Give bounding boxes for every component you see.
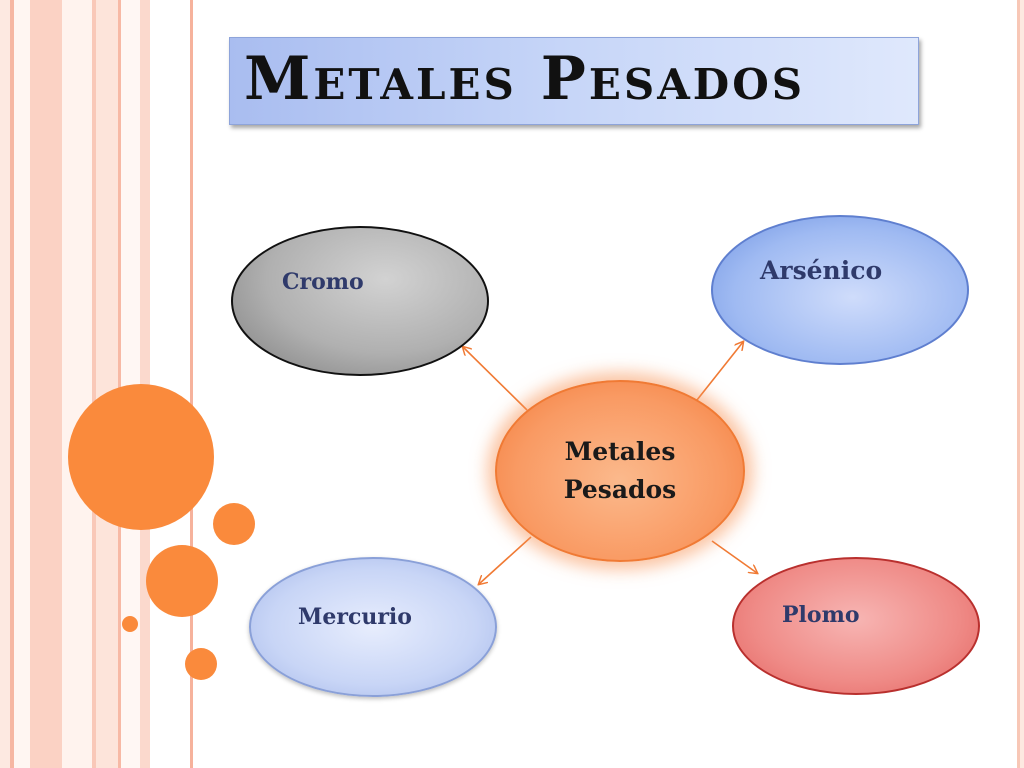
node-plomo [732, 557, 980, 695]
node-arsenico [711, 215, 969, 365]
center-label-line2: Pesados [563, 475, 677, 504]
decorative-dot-tiny [122, 616, 138, 632]
decorative-right-stripe [1014, 0, 1024, 768]
title-box: Metales Pesados [229, 37, 919, 125]
node-mercurio [249, 557, 497, 697]
decorative-dot-small-2 [185, 648, 217, 680]
node-label-mercurio: Mercurio [298, 604, 412, 630]
decorative-dot-small [213, 503, 255, 545]
node-label-cromo: Cromo [282, 269, 364, 295]
node-label-plomo: Plomo [782, 602, 860, 628]
decorative-dot-medium [146, 545, 218, 617]
node-label-arsenico: Arsénico [760, 256, 883, 285]
center-label-line1: Metales [564, 437, 676, 466]
node-center [495, 380, 745, 562]
decorative-dot-large [68, 384, 214, 530]
center-label: Metales Pesados [495, 433, 745, 509]
connector-mercurio [479, 536, 532, 584]
slide-title: Metales Pesados [244, 44, 806, 114]
decorative-stripes [0, 0, 200, 768]
connector-cromo [463, 347, 528, 411]
connector-arsenico [696, 342, 743, 401]
connector-plomo [711, 540, 757, 573]
node-cromo [231, 226, 489, 376]
